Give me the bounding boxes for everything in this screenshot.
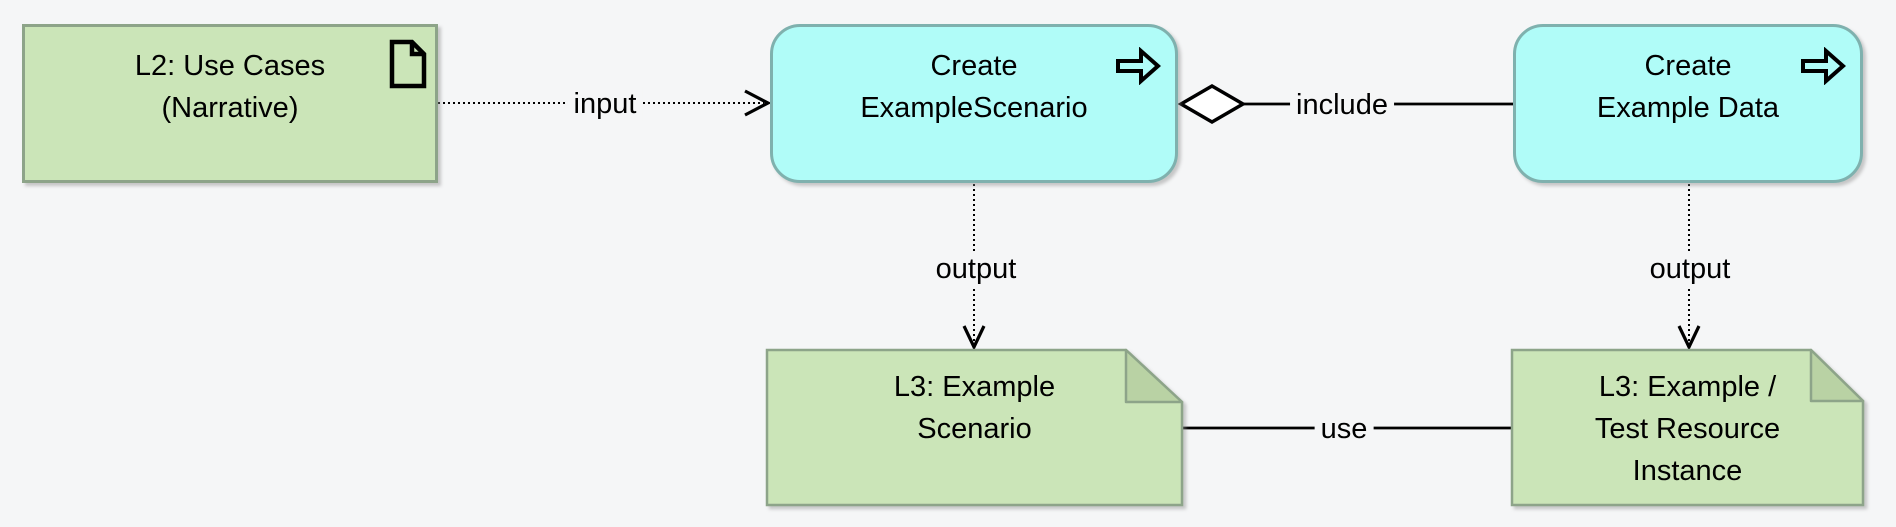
note-test-resource-instance: L3: Example / Test Resource Instance [1512, 350, 1863, 492]
edge-label-output-2: output [1643, 252, 1737, 286]
edge-label-output-1: output [929, 252, 1023, 286]
node-create-example-data: Create Example Data [1513, 24, 1863, 183]
node-use-cases: L2: Use Cases (Narrative) [22, 24, 438, 183]
process-arrow-icon [1800, 46, 1847, 97]
note-shape-example-scenario [765, 348, 1184, 507]
note-test-resource-instance-label: L3: Example / Test Resource Instance [1594, 371, 1781, 487]
edge-input-arrowhead-icon [744, 89, 772, 117]
node-create-example-data-label: Create Example Data [1596, 50, 1780, 124]
edge-label-use: use [1314, 412, 1374, 446]
aggregation-diamond-icon [1177, 83, 1247, 125]
note-fold-corner-icon [1809, 348, 1865, 403]
note-fold-corner-icon [1124, 348, 1184, 404]
edge-label-input: input [567, 87, 643, 121]
edge-label-include: include [1290, 88, 1394, 122]
note-shape-test-resource [1510, 348, 1865, 507]
edge-output-1-arrowhead-icon [962, 325, 986, 351]
node-use-cases-label: L2: Use Cases (Narrative) [134, 50, 326, 124]
node-create-example-scenario-label: Create ExampleScenario [860, 50, 1088, 124]
note-example-scenario: L3: Example Scenario [767, 350, 1182, 450]
process-arrow-icon [1115, 46, 1162, 97]
edge-output-2-arrowhead-icon [1677, 325, 1701, 351]
note-example-scenario-label: L3: Example Scenario [893, 371, 1056, 445]
node-create-example-scenario: Create ExampleScenario [770, 24, 1178, 183]
document-icon [388, 39, 428, 101]
